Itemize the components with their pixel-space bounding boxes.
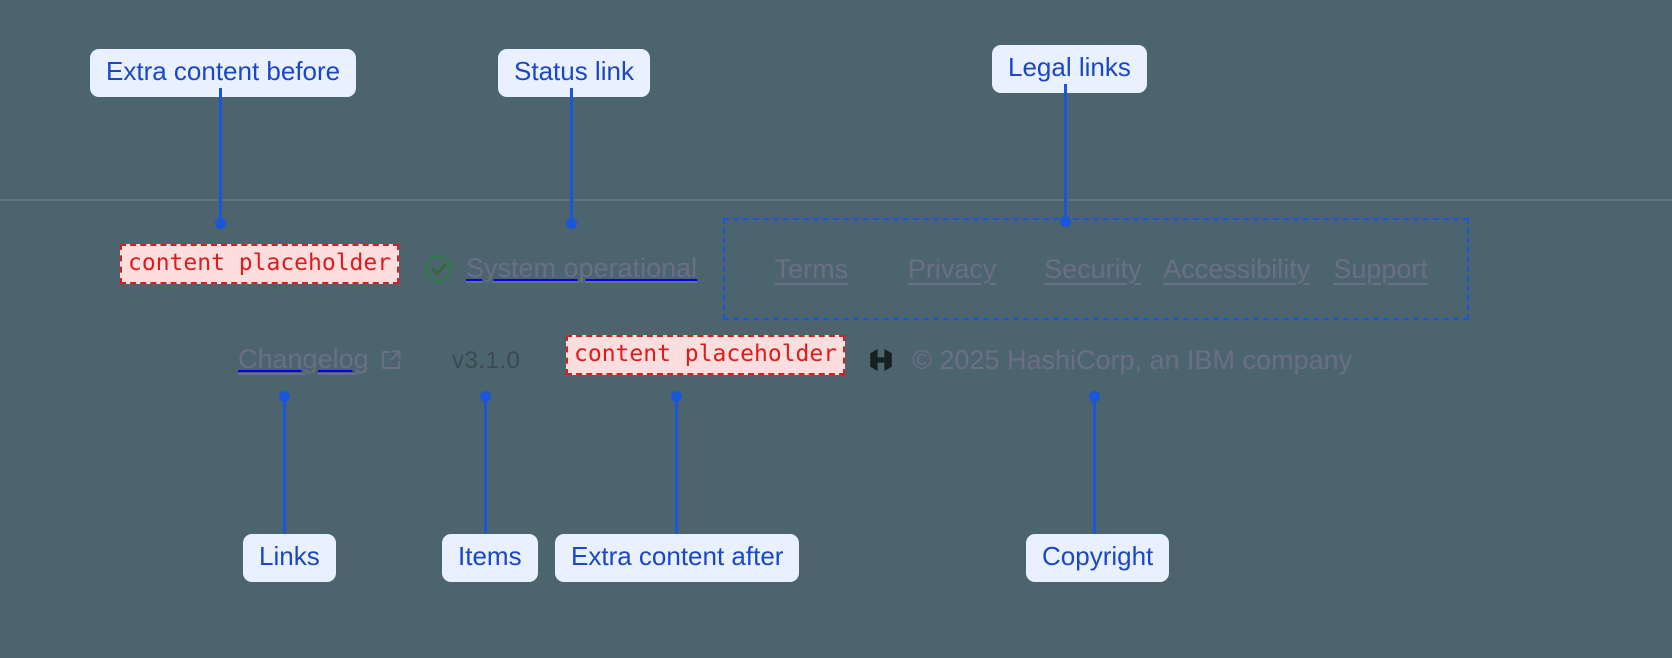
legal-links-group: Terms Privacy Security Accessibility Sup…	[723, 218, 1469, 320]
legal-link-support[interactable]: Support	[1333, 253, 1428, 284]
callout-links: Links	[243, 534, 336, 582]
callout-legal-links: Legal links	[992, 45, 1147, 93]
leader-dot-extra-content-before	[215, 218, 226, 229]
leader-status-link	[570, 88, 573, 223]
callout-extra-content-before: Extra content before	[90, 49, 357, 97]
leader-extra-content-before	[219, 88, 222, 223]
changelog-link[interactable]: Changelog	[238, 344, 403, 375]
leader-items	[484, 398, 487, 534]
legal-link-terms[interactable]: Terms	[774, 253, 849, 284]
footer-top-divider	[0, 199, 1672, 201]
external-link-icon	[379, 348, 403, 372]
site-footer: content placeholder System operational T…	[0, 201, 1672, 446]
changelog-label: Changelog	[238, 344, 369, 374]
leader-legal-links	[1064, 84, 1067, 221]
legal-link-privacy[interactable]: Privacy	[907, 253, 997, 284]
hashicorp-logo	[866, 344, 896, 376]
version-label: v3.1.0	[452, 347, 521, 374]
leader-extra-content-after	[675, 398, 678, 534]
legal-link-security[interactable]: Security	[1044, 253, 1142, 284]
leader-dot-extra-content-after	[671, 391, 682, 402]
leader-dot-links	[279, 391, 290, 402]
extra-content-before-placeholder: content placeholder	[120, 244, 400, 285]
leader-links	[283, 398, 286, 534]
callout-copyright: Copyright	[1026, 534, 1170, 582]
callout-extra-content-after: Extra content after	[555, 534, 800, 582]
leader-dot-legal-links	[1060, 216, 1071, 227]
legal-link-accessibility[interactable]: Accessibility	[1163, 253, 1311, 284]
status-link-label: System operational	[466, 253, 698, 283]
extra-content-after-placeholder: content placeholder	[566, 335, 846, 376]
callout-items: Items	[442, 534, 538, 582]
copyright-text: © 2025 HashiCorp, an IBM company	[912, 344, 1353, 375]
leader-dot-items	[480, 391, 491, 402]
check-circle-icon	[424, 254, 454, 284]
copyright-block: © 2025 HashiCorp, an IBM company	[866, 344, 1352, 376]
leader-copyright	[1093, 398, 1096, 534]
leader-dot-status-link	[566, 218, 577, 229]
status-link[interactable]: System operational	[424, 253, 697, 284]
callout-status-link: Status link	[498, 49, 650, 97]
leader-dot-copyright	[1089, 391, 1100, 402]
